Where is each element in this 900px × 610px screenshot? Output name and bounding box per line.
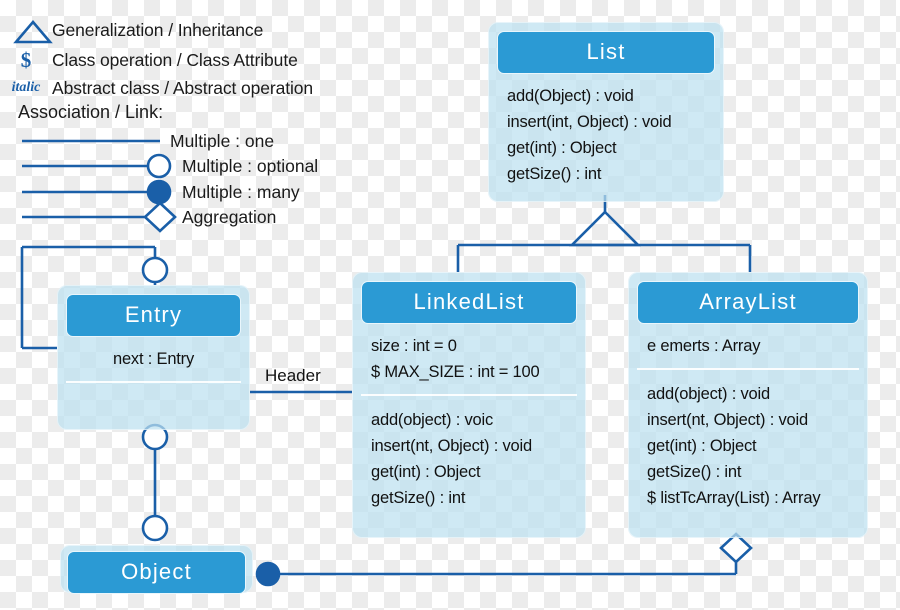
class-box-object[interactable]: Object bbox=[60, 545, 253, 594]
attribute-item: $ MAX_SIZE : int = 100 bbox=[371, 363, 540, 382]
hollow-circle-endpoint-object-top bbox=[141, 514, 169, 542]
operation-item: get(int) : Object bbox=[507, 139, 617, 158]
operation-item: get(int) : Object bbox=[647, 437, 757, 456]
class-title-entry: Entry bbox=[66, 294, 241, 337]
class-attributes-arraylist: e emerts : Array bbox=[637, 324, 859, 363]
hollow-circle-endpoint-entry-top bbox=[141, 256, 169, 284]
legend-label-generalization: Generalization / Inheritance bbox=[52, 19, 264, 40]
attribute-item: size : int = 0 bbox=[371, 337, 457, 355]
dollar-glyph: $ bbox=[20, 47, 32, 72]
class-title-list: List bbox=[497, 31, 715, 74]
class-operations-list: add(Object) : void insert(int, Object) :… bbox=[497, 74, 715, 191]
class-box-linkedlist[interactable]: LinkedList size : int = 0 $ MAX_SIZE : i… bbox=[352, 272, 586, 538]
italic-glyph: italic bbox=[11, 80, 41, 95]
legend-label-class-operation: Class operation / Class Attribute bbox=[52, 49, 298, 70]
dollar-icon: $ bbox=[0, 48, 52, 73]
filled-circle-endpoint-object bbox=[255, 561, 281, 587]
class-title-object: Object bbox=[67, 551, 246, 594]
operation-item: getSize() : int bbox=[647, 463, 742, 482]
class-operations-linkedlist: add(object) : voic insert(nt, Object) : … bbox=[361, 394, 577, 515]
italic-icon: italic bbox=[0, 80, 52, 96]
legend-item-generalization: Generalization / Inheritance bbox=[0, 16, 263, 44]
class-operations-entry bbox=[66, 381, 241, 414]
operation-item: add(object) : voic bbox=[371, 411, 494, 430]
class-box-entry[interactable]: Entry next : Entry bbox=[57, 285, 250, 430]
legend-label-abstract: Abstract class / Abstract operation bbox=[52, 77, 314, 98]
legend-label-multiple-optional: Multiple : optional bbox=[182, 156, 319, 176]
attribute-item: next : Entry bbox=[112, 350, 195, 368]
class-operations-arraylist: add(object) : void insert(nt, Object) : … bbox=[637, 368, 859, 515]
operation-item: insert(int, Object) : void bbox=[507, 113, 672, 132]
class-attributes-entry: next : Entry bbox=[66, 337, 241, 376]
operation-item: add(object) : void bbox=[647, 385, 770, 404]
legend-label-multiple-one: Multiple : one bbox=[170, 131, 275, 151]
legend-item-abstract: italic Abstract class / Abstract operati… bbox=[0, 74, 314, 102]
operation-item: add(Object) : void bbox=[507, 87, 634, 105]
operation-item: insert(nt, Object) : void bbox=[371, 437, 532, 456]
operation-item: insert(nt, Object) : void bbox=[647, 411, 808, 430]
attribute-item: e emerts : Array bbox=[647, 337, 761, 355]
operation-item: getSize() : int bbox=[507, 165, 602, 184]
edge-label-header: Header bbox=[265, 366, 321, 385]
aggregation-diamond-icon bbox=[719, 532, 753, 564]
legend-item-class-operation: $ Class operation / Class Attribute bbox=[0, 46, 298, 74]
class-box-arraylist[interactable]: ArrayList e emerts : Array add(object) :… bbox=[628, 272, 868, 538]
class-box-list[interactable]: List add(Object) : void insert(int, Obje… bbox=[488, 22, 724, 202]
operation-item: getSize() : int bbox=[371, 489, 466, 508]
class-title-arraylist: ArrayList bbox=[637, 281, 859, 324]
legend-label-multiple-many: Multiple : many bbox=[182, 182, 300, 202]
class-title-linkedlist: LinkedList bbox=[361, 281, 577, 324]
class-attributes-linkedlist: size : int = 0 $ MAX_SIZE : int = 100 bbox=[361, 324, 577, 389]
association-section-title: Association / Link: bbox=[18, 102, 164, 122]
legend-label-aggregation: Aggregation bbox=[182, 207, 277, 227]
generalization-triangle-icon bbox=[568, 210, 642, 247]
operation-item: $ listTcArray(List) : Array bbox=[647, 489, 821, 508]
legend: Generalization / Inheritance $ Class ope… bbox=[0, 0, 420, 240]
operation-item: get(int) : Object bbox=[371, 463, 481, 482]
